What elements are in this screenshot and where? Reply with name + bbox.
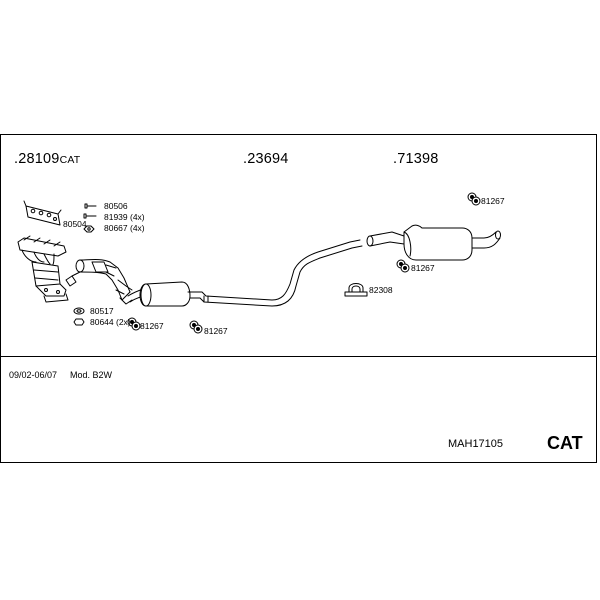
- rubber-hanger-icon: [396, 259, 410, 273]
- rubber-hanger-icon: [467, 192, 481, 206]
- group-number-manifold: .28109CAT: [14, 151, 81, 167]
- front-pipe-icon: [75, 259, 149, 305]
- part-label: 81267: [140, 321, 164, 331]
- part-label: 81267: [204, 326, 228, 336]
- part-label: 82308: [369, 285, 393, 295]
- cat-badge: CAT: [547, 433, 583, 453]
- rear-silencer-icon: [366, 224, 501, 261]
- part-label: 80506: [104, 201, 128, 211]
- middle-silencer-icon: [139, 239, 363, 307]
- manifold-gasket-icon: [23, 200, 62, 226]
- footer-divider: [0, 356, 597, 357]
- part-label: 81939 (4x): [104, 212, 145, 222]
- bolt-icon: [83, 203, 97, 219]
- rubber-hanger-icon: [127, 317, 141, 331]
- catalytic-manifold-icon: [17, 235, 69, 303]
- rubber-hanger-icon: [189, 320, 203, 334]
- pipe-clamp-icon: [344, 283, 368, 297]
- date-range: 09/02-06/07: [9, 370, 58, 380]
- part-label: 80644 (2x): [90, 317, 131, 327]
- part-label: 80667 (4x): [104, 223, 145, 233]
- nut-icon: [83, 225, 95, 233]
- product-code: MAH17105: [448, 438, 504, 450]
- gasket-ring-icon: [73, 307, 85, 326]
- group-number-middle: .23694: [243, 151, 289, 167]
- diagram-frame: [0, 134, 597, 463]
- part-label: 81267: [411, 263, 435, 273]
- model-info: Mod. B2W: [70, 370, 113, 380]
- part-label: 81267: [481, 196, 505, 206]
- group-number-rear: .71398: [393, 151, 439, 167]
- part-label: 80517: [90, 306, 114, 316]
- bolt-icon: [65, 271, 81, 287]
- part-label: 80504: [63, 219, 87, 229]
